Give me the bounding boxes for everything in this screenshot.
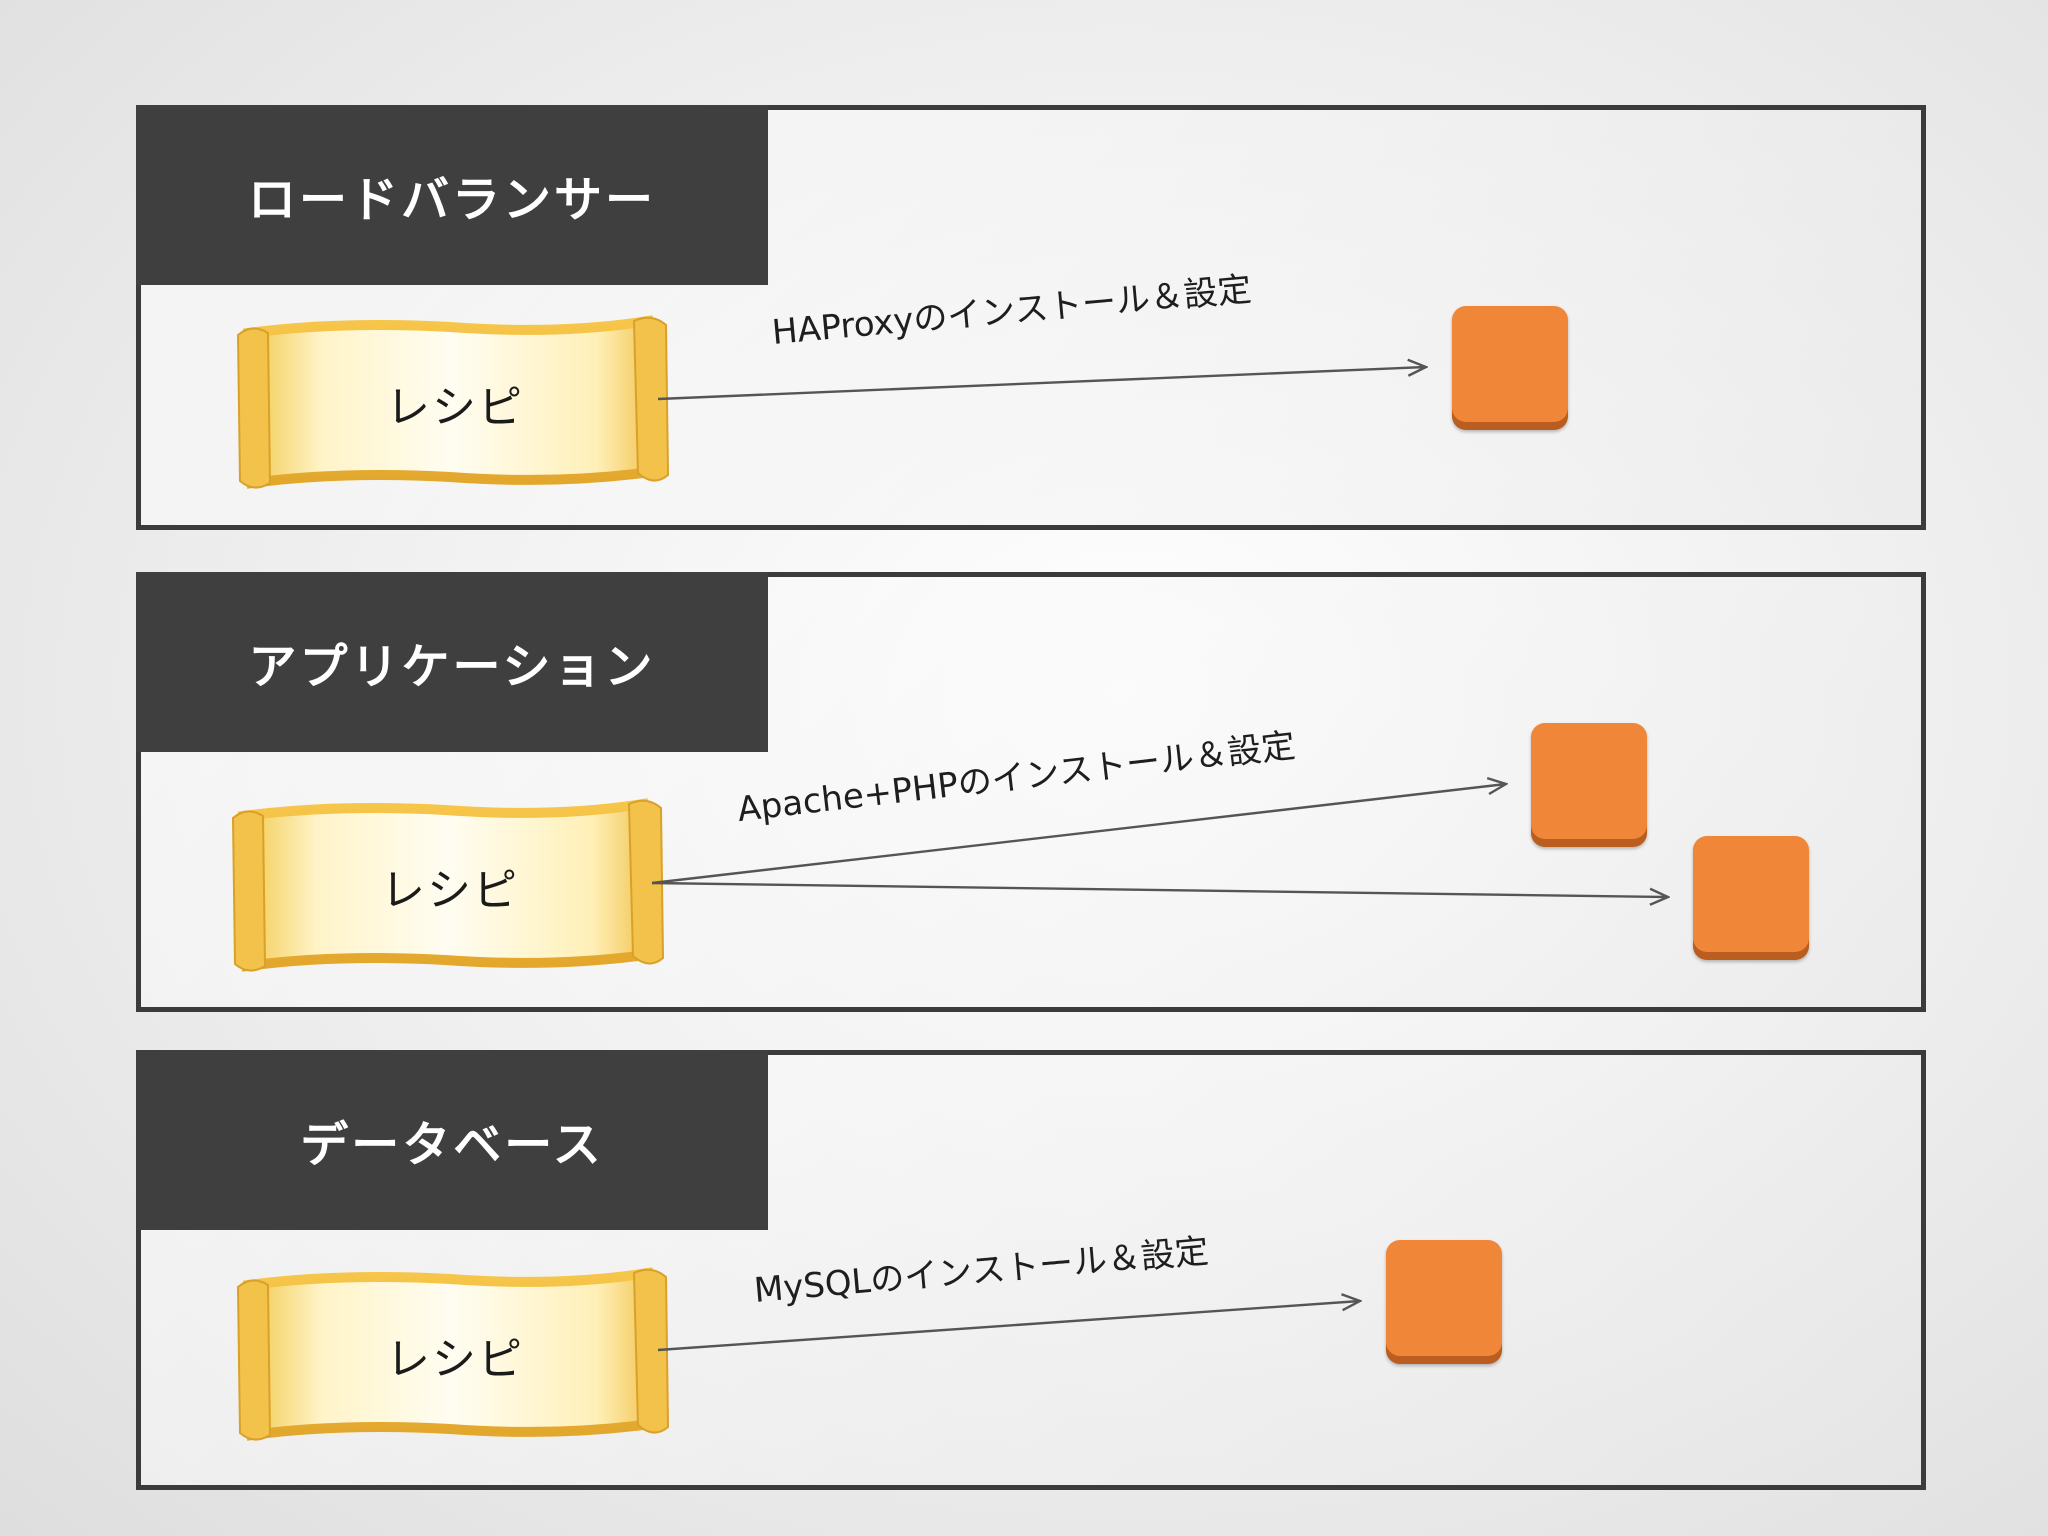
recipe-label: レシピ — [381, 864, 519, 916]
recipe-label: レシピ — [386, 381, 524, 433]
recipe-scroll-icon — [236, 315, 670, 489]
server-instance-icon — [1452, 306, 1568, 430]
recipe-scroll: レシピ — [230, 1267, 670, 1442]
recipe-scroll-icon — [231, 798, 665, 972]
recipe-scroll: レシピ — [225, 798, 665, 973]
server-instance-icon — [1531, 723, 1647, 847]
server-instance-icon — [1693, 836, 1809, 960]
server-instance-icon — [1386, 1240, 1502, 1364]
section-database: データベース — [136, 1050, 1926, 1490]
recipe-label: レシピ — [386, 1333, 524, 1385]
section-title: アプリケーション — [136, 572, 768, 752]
section-title: データベース — [136, 1050, 768, 1230]
section-title: ロードバランサー — [136, 105, 768, 285]
recipe-scroll: レシピ — [230, 315, 670, 490]
